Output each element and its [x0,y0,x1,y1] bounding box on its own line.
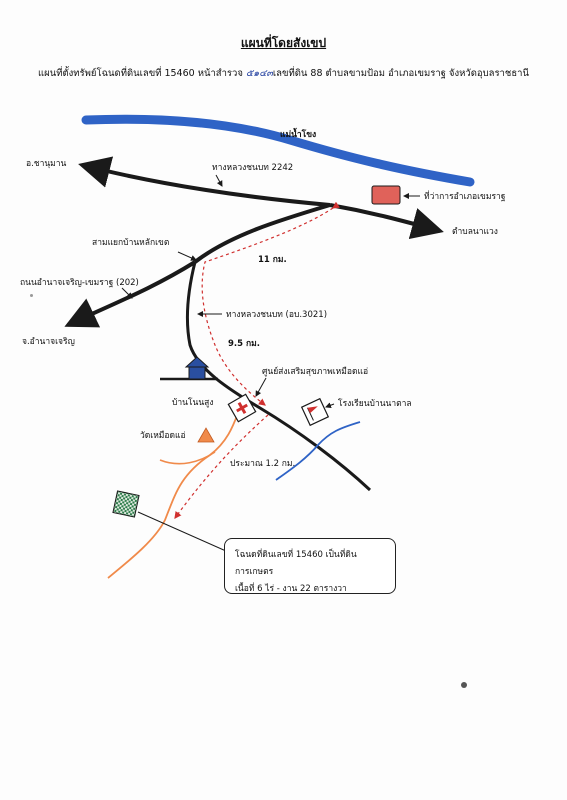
district-office-icon [371,185,401,205]
triangle-icon [197,427,215,443]
temple-label: วัดเหมือดแอ่ [140,430,186,441]
to-amnat-label: จ.อำนาจเจริญ [22,337,75,347]
road-to-junction [193,203,331,264]
orange-stream [107,407,241,579]
school-pointer [325,402,335,409]
na-waeng-label: ตำบลนาแวง [452,227,498,237]
house-icon [184,356,210,380]
mekong-label: แม่น้ำโขง [280,127,316,140]
red-cross-icon [227,393,257,423]
route-dashed [201,201,340,406]
rural-road-3021 [186,261,372,492]
callout-pointer [137,511,229,561]
map-title: แผนที่โดยสังเขป [240,36,327,50]
flag-icon [300,397,330,427]
health-center-label: ศูนย์ส่งเสริมสุขภาพเหมือดแอ่ [262,366,368,377]
dist-1-2km-label: ประมาณ 1.2 กม. [230,459,295,469]
orange-stream-branch [159,451,216,465]
junction-label: สามแยกบ้านหลักเขต [92,237,169,248]
junction-pointer [177,251,197,261]
road-202 [64,260,197,328]
subtitle-prefix: แผนที่ตั้งทรัพย์โฉนดที่ดินเลขที่ 15460 ห… [38,68,243,79]
route-dashed-lower [174,414,269,519]
callout-line-2: เนื้อที่ 6 ไร่ - งาน 22 ตารางวา [235,584,347,594]
road-202-label: ถนนอำนาจเจริญ-เขมราฐ (202) [20,278,139,288]
highway-2242-label: ทางหลวงชนบท 2242 [212,163,293,173]
subtitle-handwritten-number: ๕๑๔๓ [245,68,273,79]
mekong-river [81,114,475,187]
health-center-pointer [255,377,267,397]
map-subtitle: แผนที่ตั้งทรัพย์โฉนดที่ดินเลขที่ 15460 ห… [0,66,567,81]
blue-stream [275,421,361,481]
highway-2242-pointer [215,174,223,187]
rural-road-label: ทางหลวงชนบท (อบ.3021) [226,310,327,320]
road-to-na-waeng [329,203,444,240]
dist-9-5km-label: 9.5 กม. [228,339,260,349]
land-plot-callout: โฉนดที่ดินเลขที่ 15460 เป็นที่ดินการเกษต… [224,538,396,594]
dist-11km-label: 11 กม. [258,255,287,265]
scan-speck [30,294,33,297]
subtitle-suffix: เลขที่ดิน 88 ตำบลขามป้อม อำเภอเขมราฐ จัง… [272,68,529,79]
checkered-plot-icon [112,490,140,518]
district-office-label: ที่ว่าการอำเภอเขมราฐ [424,190,506,202]
road-202-pointer [121,287,133,299]
ban-non-sung-label: บ้านโนนสูง [172,397,214,408]
to-chanuman-label: อ.ชานุมาน [26,159,67,169]
scan-speck [461,682,467,688]
school-label: โรงเรียนบ้านนาตาล [338,398,412,409]
callout-line-1: โฉนดที่ดินเลขที่ 15460 เป็นที่ดินการเกษต… [235,550,357,577]
